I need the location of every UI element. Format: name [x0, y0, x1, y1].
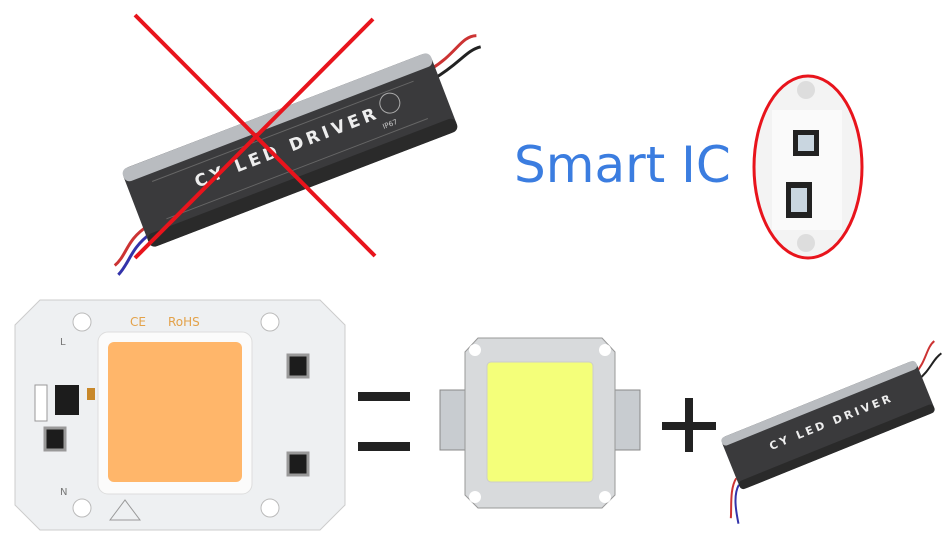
l-mark: L [60, 337, 66, 348]
led-driver-top: CY LED DRIVER IP67 [113, 34, 482, 276]
n-mark: N [60, 487, 67, 498]
ac-cob-led-board: CE RoHS L N [14, 299, 346, 531]
cob-led-chip [108, 342, 242, 482]
smart-ic-label: Smart IC [514, 136, 731, 194]
ce-mark: CE [130, 315, 146, 329]
plus-sign [662, 398, 716, 452]
cross-out-mark [133, 13, 377, 260]
smart-ic-closeup [752, 74, 864, 260]
equals-sign [358, 392, 410, 451]
traditional-led-chip [439, 337, 641, 509]
led-driver-bottom: CY LED DRIVER [721, 340, 942, 524]
rohs-mark: RoHS [168, 315, 200, 329]
